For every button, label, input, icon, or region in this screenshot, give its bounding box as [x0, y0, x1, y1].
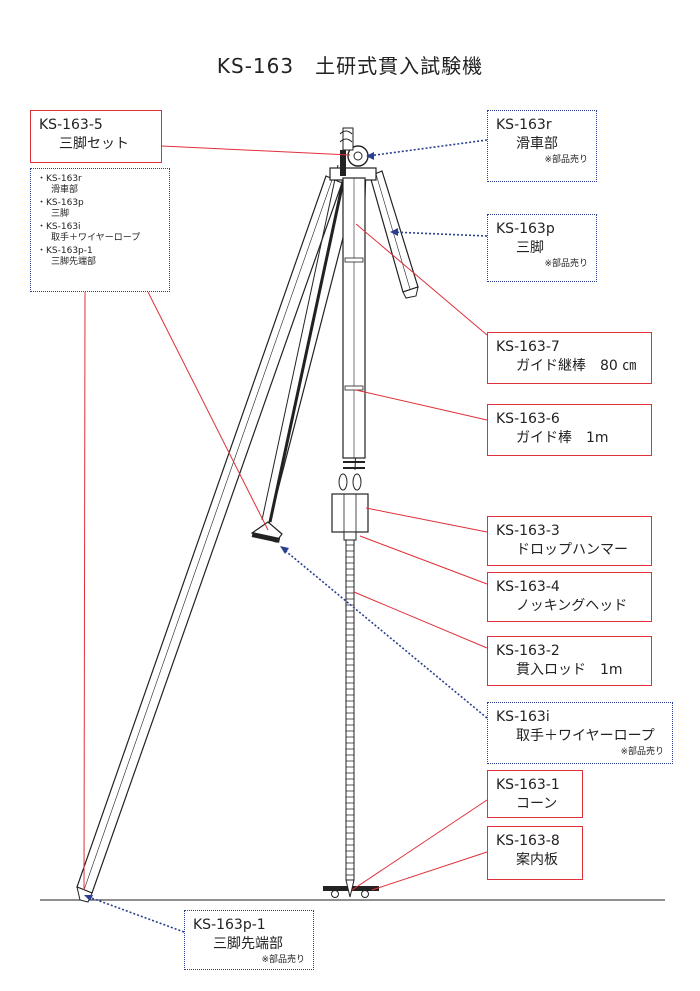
arrow-heads — [84, 152, 398, 901]
label-tripod-set: KS-163-5 三脚セット — [30, 110, 162, 163]
label-guide-rod: KS-163-6 ガイド棒 1m — [487, 404, 652, 456]
label-guide-plate: KS-163-8 案内板 — [487, 826, 583, 880]
tripod-back-leg — [261, 164, 348, 523]
dotted-leaders — [85, 139, 488, 933]
label-tripod: KS-163p 三脚 ※部品売り — [487, 214, 597, 282]
label-drop-hammer: KS-163-3 ドロップハンマー — [487, 516, 652, 566]
label-name: 三脚セット — [59, 136, 129, 152]
tripod-left-leg — [76, 175, 343, 903]
label-pulley: KS-163r 滑車部 ※部品売り — [487, 110, 597, 182]
label-guide-extension: KS-163-7 ガイド継棒 80 ㎝ — [487, 332, 652, 384]
label-knocking-head: KS-163-4 ノッキングヘッド — [487, 572, 652, 622]
label-tripod-tip: KS-163p-1 三脚先端部 ※部品売り — [184, 910, 314, 970]
label-penetration-rod: KS-163-2 貫入ロッド 1m — [487, 636, 652, 686]
cone-tip — [345, 879, 355, 898]
knocking-head — [343, 531, 357, 541]
pulley-head — [329, 127, 377, 181]
handle — [250, 521, 283, 543]
drop-hammer — [331, 493, 369, 533]
label-cone: KS-163-1 コーン — [487, 770, 583, 818]
label-handle-wire: KS-163i 取手＋ワイヤーロープ ※部品売り — [487, 702, 673, 764]
guide-rod — [338, 177, 366, 491]
label-code: KS-163-5 — [39, 117, 103, 133]
tripod-right-leg — [369, 170, 419, 299]
penetration-rod — [345, 539, 355, 881]
page-title: KS-163 土研式貫入試験機 — [216, 54, 484, 78]
leader-lines — [83, 145, 488, 891]
